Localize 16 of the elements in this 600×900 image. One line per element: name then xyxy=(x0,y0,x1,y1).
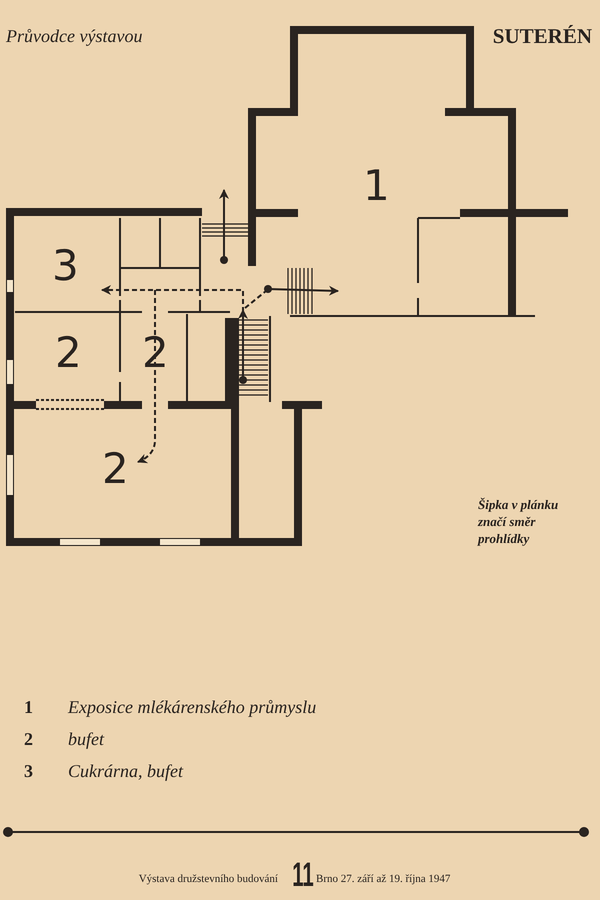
key-number: 1 xyxy=(24,697,33,718)
key-number: 2 xyxy=(24,729,33,750)
room-number: 1 xyxy=(363,165,390,207)
key-text: Cukrárna, bufet xyxy=(68,761,183,782)
page-heading: SUTERÉN xyxy=(492,24,592,49)
key-text: bufet xyxy=(68,729,104,750)
room-number: 2 xyxy=(102,448,129,490)
note-text: Šipka v plánku značí směr prohlídky xyxy=(478,497,560,548)
footer-text: Brno 27. září až 19. října 1947 xyxy=(316,873,450,885)
room-number: 3 xyxy=(52,245,79,287)
key-number: 3 xyxy=(24,761,33,782)
key-text: Exposice mlékárenského průmyslu xyxy=(68,697,316,718)
footer-text: Výstava družstevního budování xyxy=(138,873,278,885)
room-number: 2 xyxy=(55,332,82,374)
page-number: 11 xyxy=(292,858,314,892)
header-text: Průvodce výstavou xyxy=(6,26,142,47)
